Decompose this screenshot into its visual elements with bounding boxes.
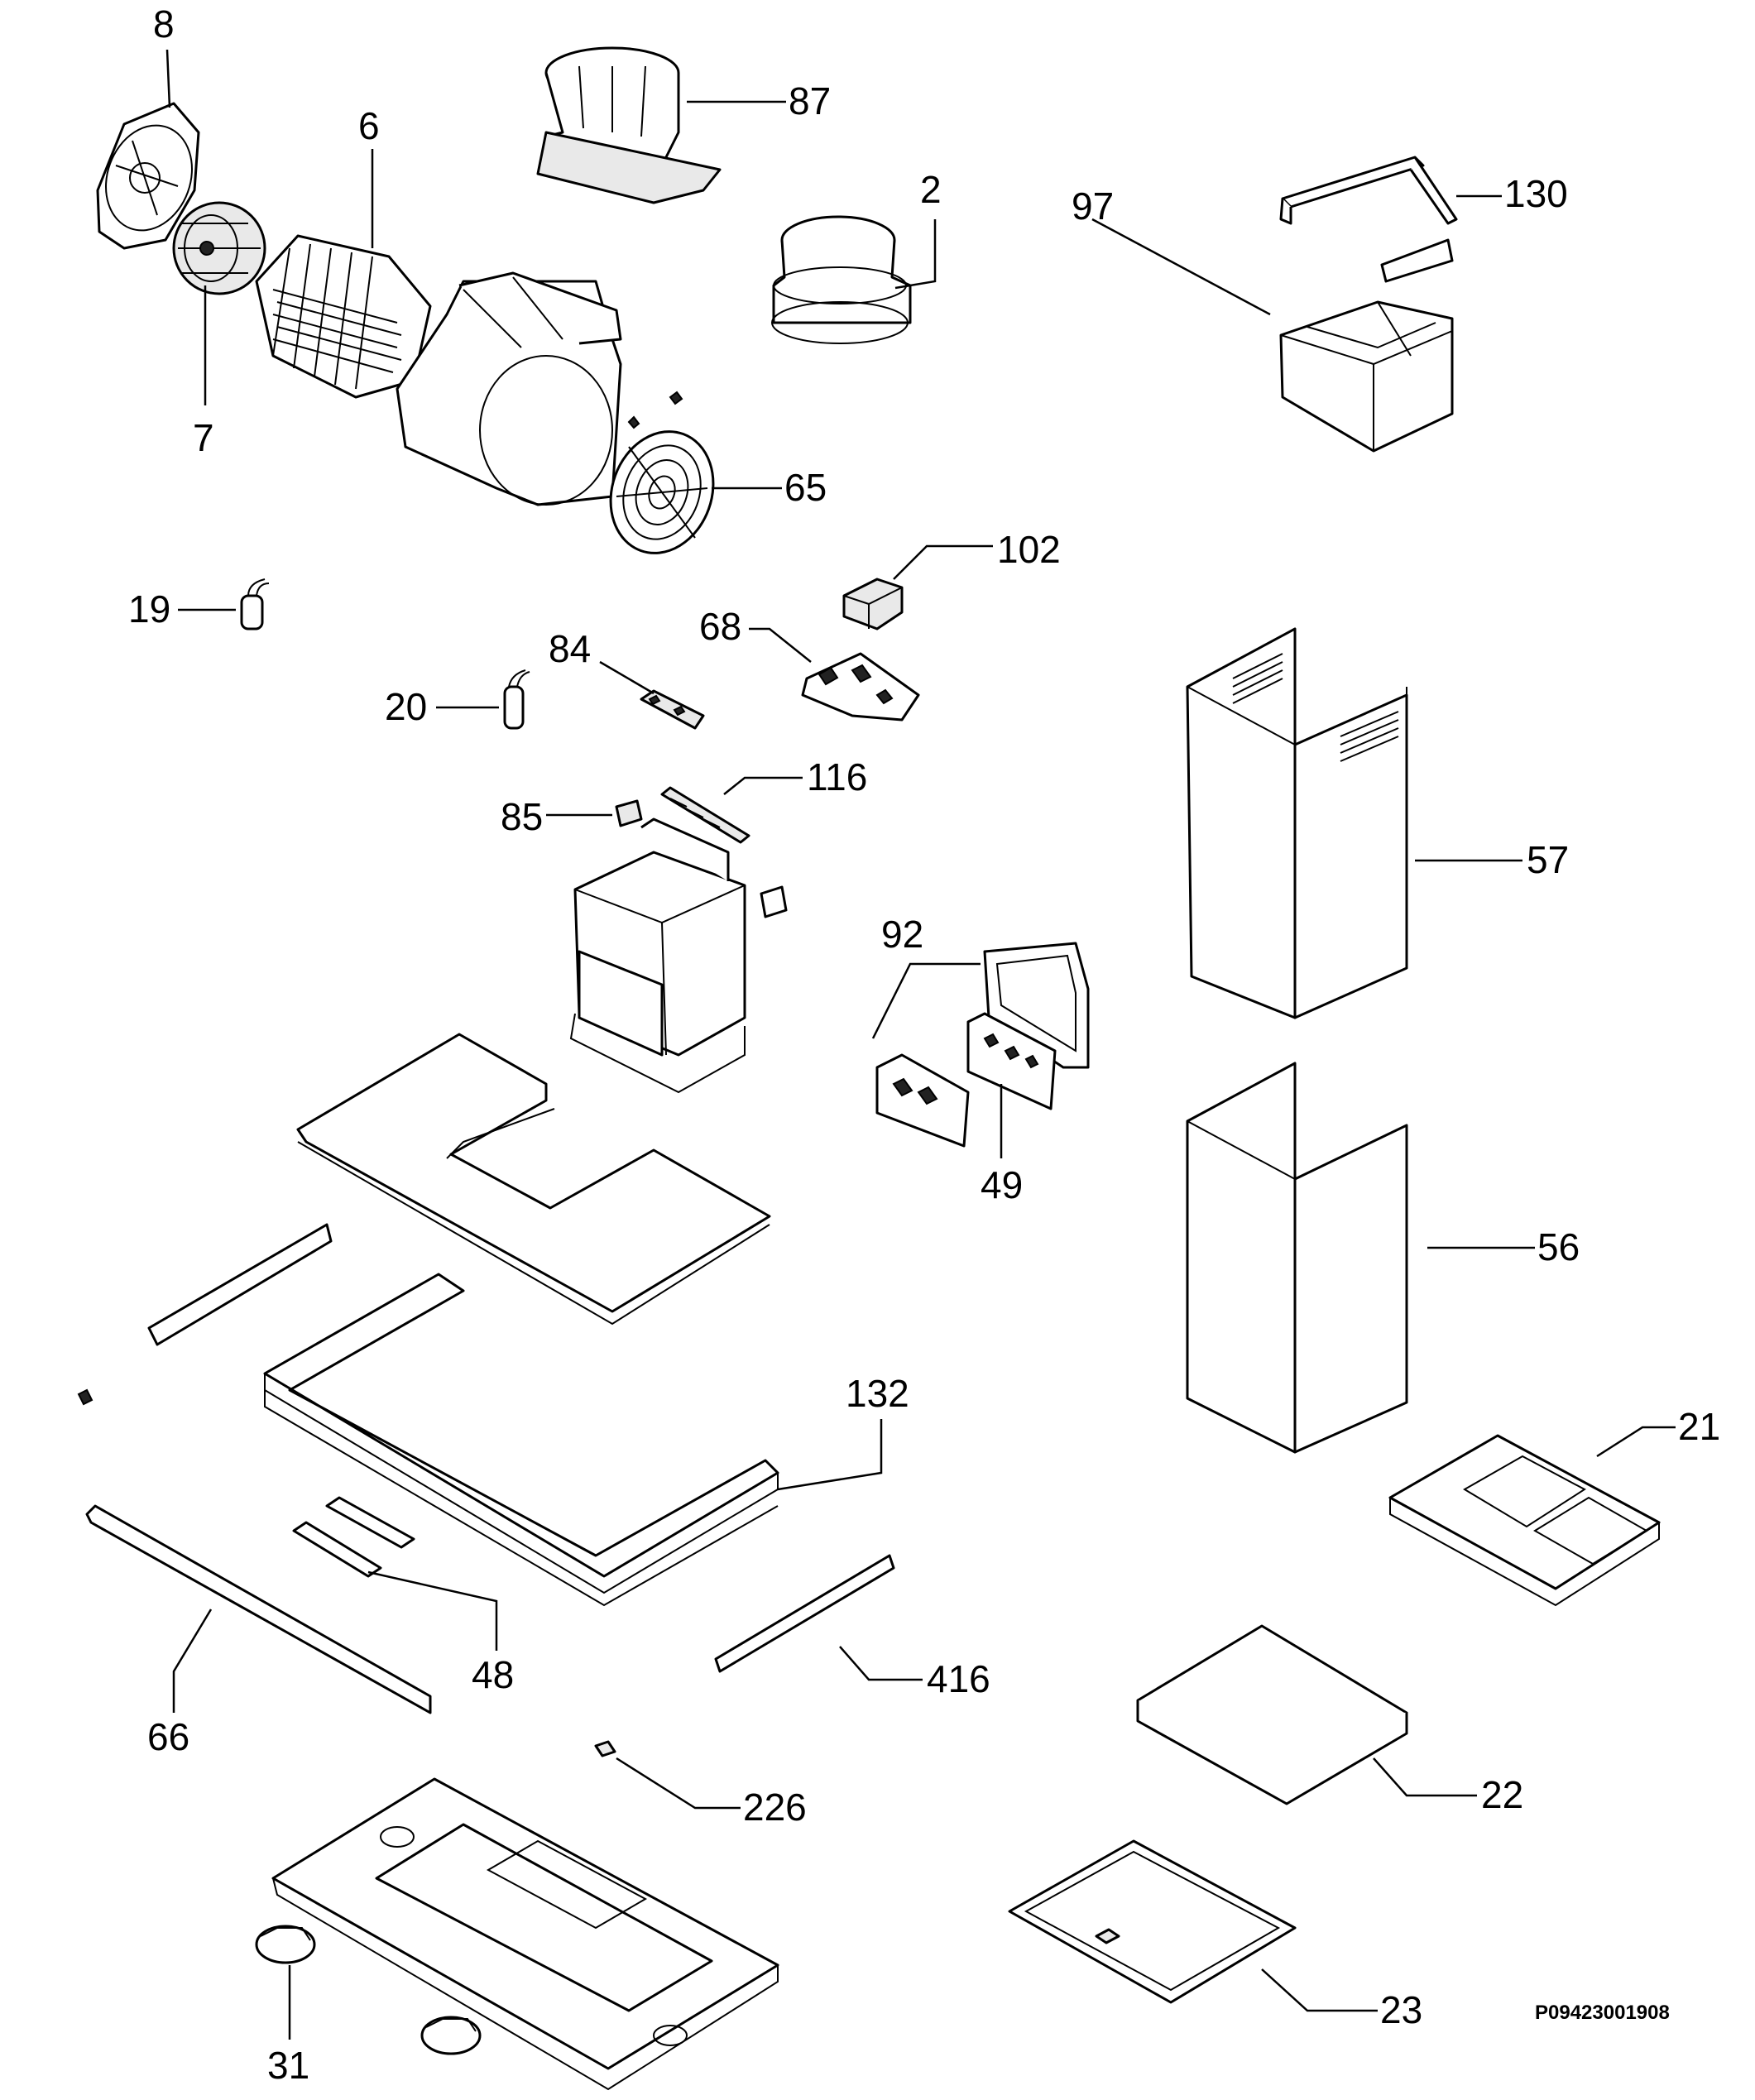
label-21: 21 — [1678, 1405, 1720, 1448]
part-102-transformer — [842, 544, 993, 630]
part-49-panel — [966, 1012, 1057, 1158]
label-85: 85 — [501, 795, 543, 838]
part-85-terminal — [546, 799, 643, 827]
part-8-motor-plate — [96, 49, 200, 250]
label-416: 416 — [927, 1657, 990, 1700]
label-56: 56 — [1537, 1225, 1580, 1268]
part-48-brackets — [292, 1496, 498, 1651]
part-31-lamps — [255, 1925, 482, 2055]
part-116-strip — [660, 776, 803, 844]
central-chassis — [569, 817, 788, 1094]
document-code: P09423001908 — [1535, 2002, 1670, 2024]
label-130: 130 — [1504, 172, 1568, 215]
label-132: 132 — [846, 1372, 909, 1415]
label-19: 19 — [128, 587, 170, 630]
left-strip — [147, 1223, 333, 1346]
part-56-lower-chimney — [1186, 1062, 1535, 1454]
label-20: 20 — [385, 685, 427, 728]
label-6: 6 — [358, 104, 380, 147]
label-31: 31 — [267, 2044, 309, 2087]
label-66: 66 — [147, 1715, 189, 1758]
part-130-bracket — [1279, 156, 1502, 283]
label-23: 23 — [1380, 1988, 1422, 2031]
part-84-switch-module — [599, 660, 705, 730]
label-2: 2 — [920, 168, 942, 211]
label-49: 49 — [981, 1163, 1023, 1206]
label-65: 65 — [784, 466, 827, 509]
label-68: 68 — [699, 605, 741, 648]
part-2-duct-adapter — [771, 215, 937, 344]
label-97: 97 — [1072, 185, 1114, 228]
part-21-filter-tray — [1388, 1426, 1676, 1607]
part-6-fan-wheel — [255, 149, 432, 399]
part-87-top-collar — [536, 46, 786, 204]
label-226: 226 — [743, 1786, 807, 1829]
part-labels: 8 87 6 2 130 97 7 65 102 19 68 84 20 116… — [128, 2, 1720, 2087]
part-7-motor — [172, 201, 266, 405]
label-22: 22 — [1481, 1773, 1523, 1816]
part-416-bar — [714, 1554, 923, 1681]
label-48: 48 — [472, 1653, 514, 1696]
label-7: 7 — [193, 416, 214, 459]
label-116: 116 — [807, 755, 867, 798]
label-57: 57 — [1527, 838, 1569, 881]
label-102: 102 — [997, 528, 1061, 571]
part-20-capacitor — [436, 669, 530, 730]
part-65-intake-grille — [609, 391, 782, 554]
hood-top-panel — [296, 1033, 771, 1326]
part-68-control-board — [749, 627, 920, 722]
label-92: 92 — [881, 913, 923, 956]
part-132-frame — [263, 1273, 883, 1607]
label-8: 8 — [153, 2, 175, 46]
small-clip-part — [77, 1388, 94, 1406]
part-23-grease-filter — [1008, 1839, 1378, 2012]
part-22-filter-pad — [1136, 1624, 1477, 1805]
hood-canopy — [271, 1777, 779, 2091]
part-97-box — [1091, 218, 1454, 453]
part-57-upper-chimney — [1186, 627, 1522, 1019]
label-87: 87 — [789, 79, 831, 122]
part-226-clip — [594, 1740, 741, 1810]
part-66-bar — [85, 1504, 432, 1714]
part-19-capacitor — [178, 578, 270, 630]
label-84: 84 — [549, 627, 591, 670]
